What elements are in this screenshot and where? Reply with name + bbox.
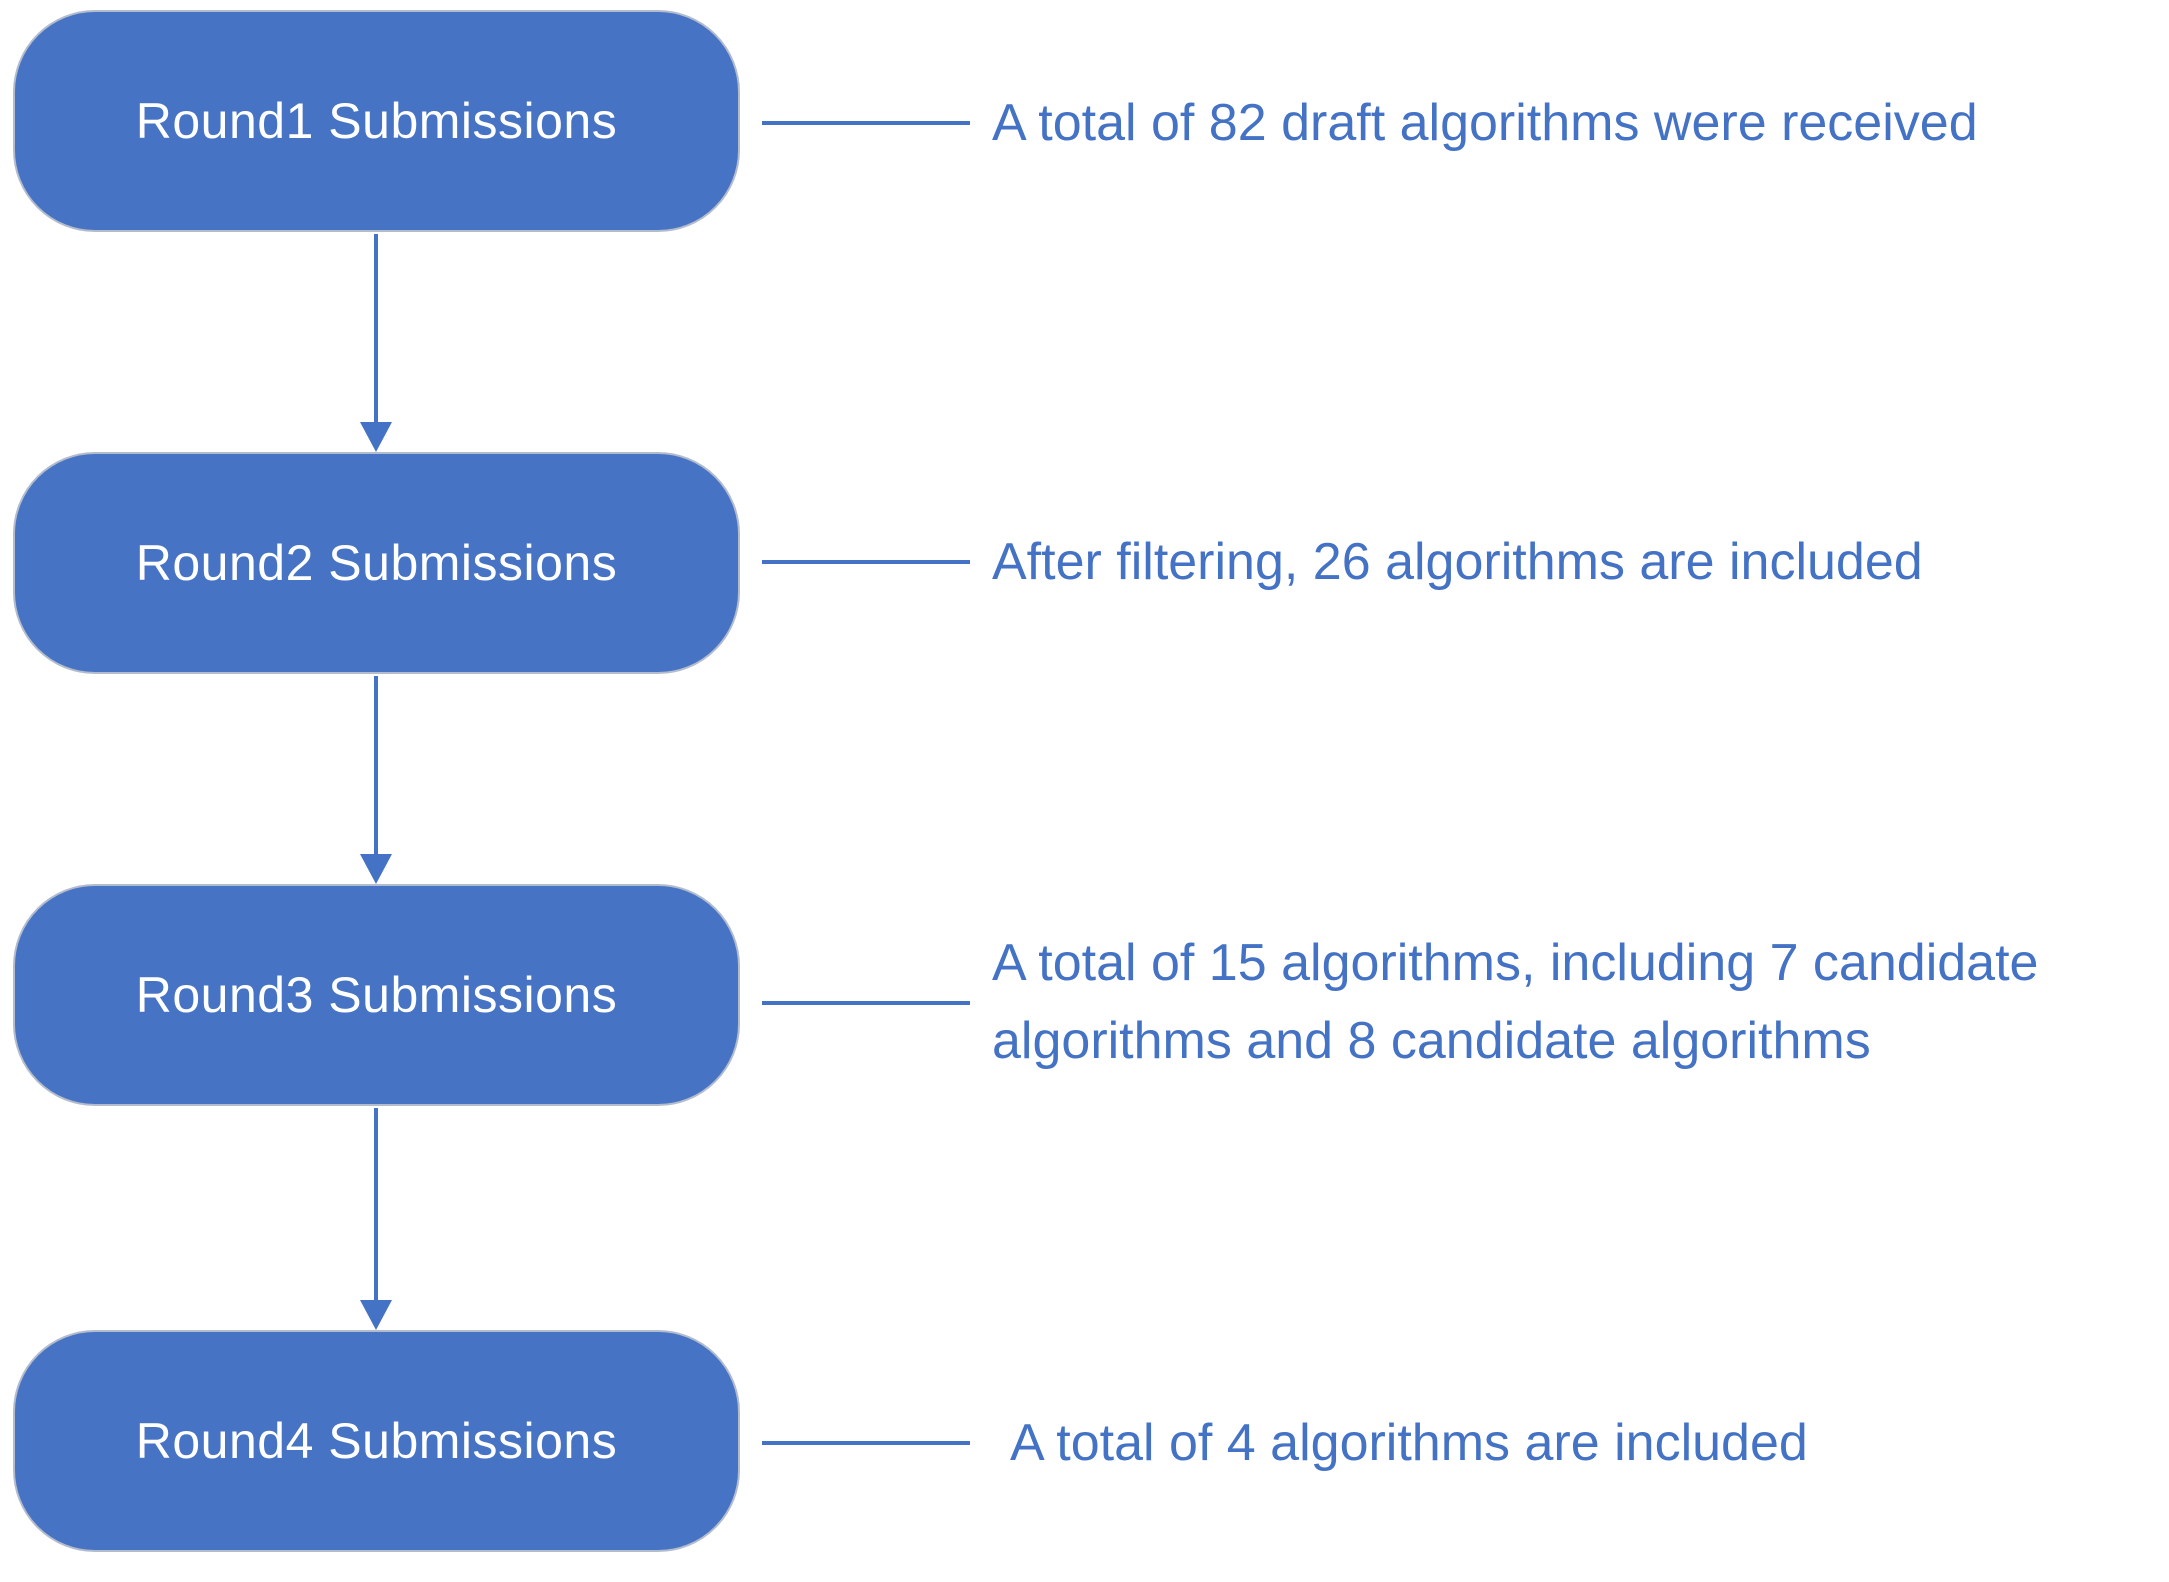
node-round2-label: Round2 Submissions: [135, 535, 618, 591]
flow-arrowhead-icon-3: [360, 1300, 392, 1330]
annotation-round3: A total of 15 algorithms, including 7 ca…: [992, 924, 2038, 1080]
connector-line-round4: [762, 1441, 970, 1445]
annotation-round4: A total of 4 algorithms are included: [1010, 1404, 1808, 1482]
annotation-round3-line2: algorithms and 8 candidate algorithms: [992, 1012, 1871, 1070]
node-round4-submissions: Round4 Submissions: [13, 1330, 740, 1552]
annotation-round3-line1: A total of 15 algorithms, including 7 ca…: [992, 934, 2039, 992]
connector-line-round1: [762, 121, 970, 125]
node-round2-submissions: Round2 Submissions: [13, 452, 740, 674]
node-round3-submissions: Round3 Submissions: [13, 884, 740, 1106]
annotation-round2: After filtering, 26 algorithms are inclu…: [992, 523, 1923, 601]
flow-arrow-line-1: [374, 234, 378, 424]
connector-line-round2: [762, 560, 970, 564]
annotation-round1-line: A total of 82 draft algorithms were rece…: [992, 94, 1978, 152]
connector-line-round3: [762, 1001, 970, 1005]
node-round4-label: Round4 Submissions: [135, 1413, 618, 1469]
flow-arrow-line-2: [374, 676, 378, 856]
annotation-round4-line: A total of 4 algorithms are included: [1010, 1414, 1808, 1472]
node-round1-label: Round1 Submissions: [135, 93, 618, 149]
annotation-round2-line: After filtering, 26 algorithms are inclu…: [992, 533, 1923, 591]
flow-arrowhead-icon-2: [360, 854, 392, 884]
node-round1-submissions: Round1 Submissions: [13, 10, 740, 232]
node-round3-label: Round3 Submissions: [135, 967, 618, 1023]
flow-arrow-line-3: [374, 1108, 378, 1300]
flow-arrowhead-icon-1: [360, 422, 392, 452]
annotation-round1: A total of 82 draft algorithms were rece…: [992, 84, 1978, 162]
